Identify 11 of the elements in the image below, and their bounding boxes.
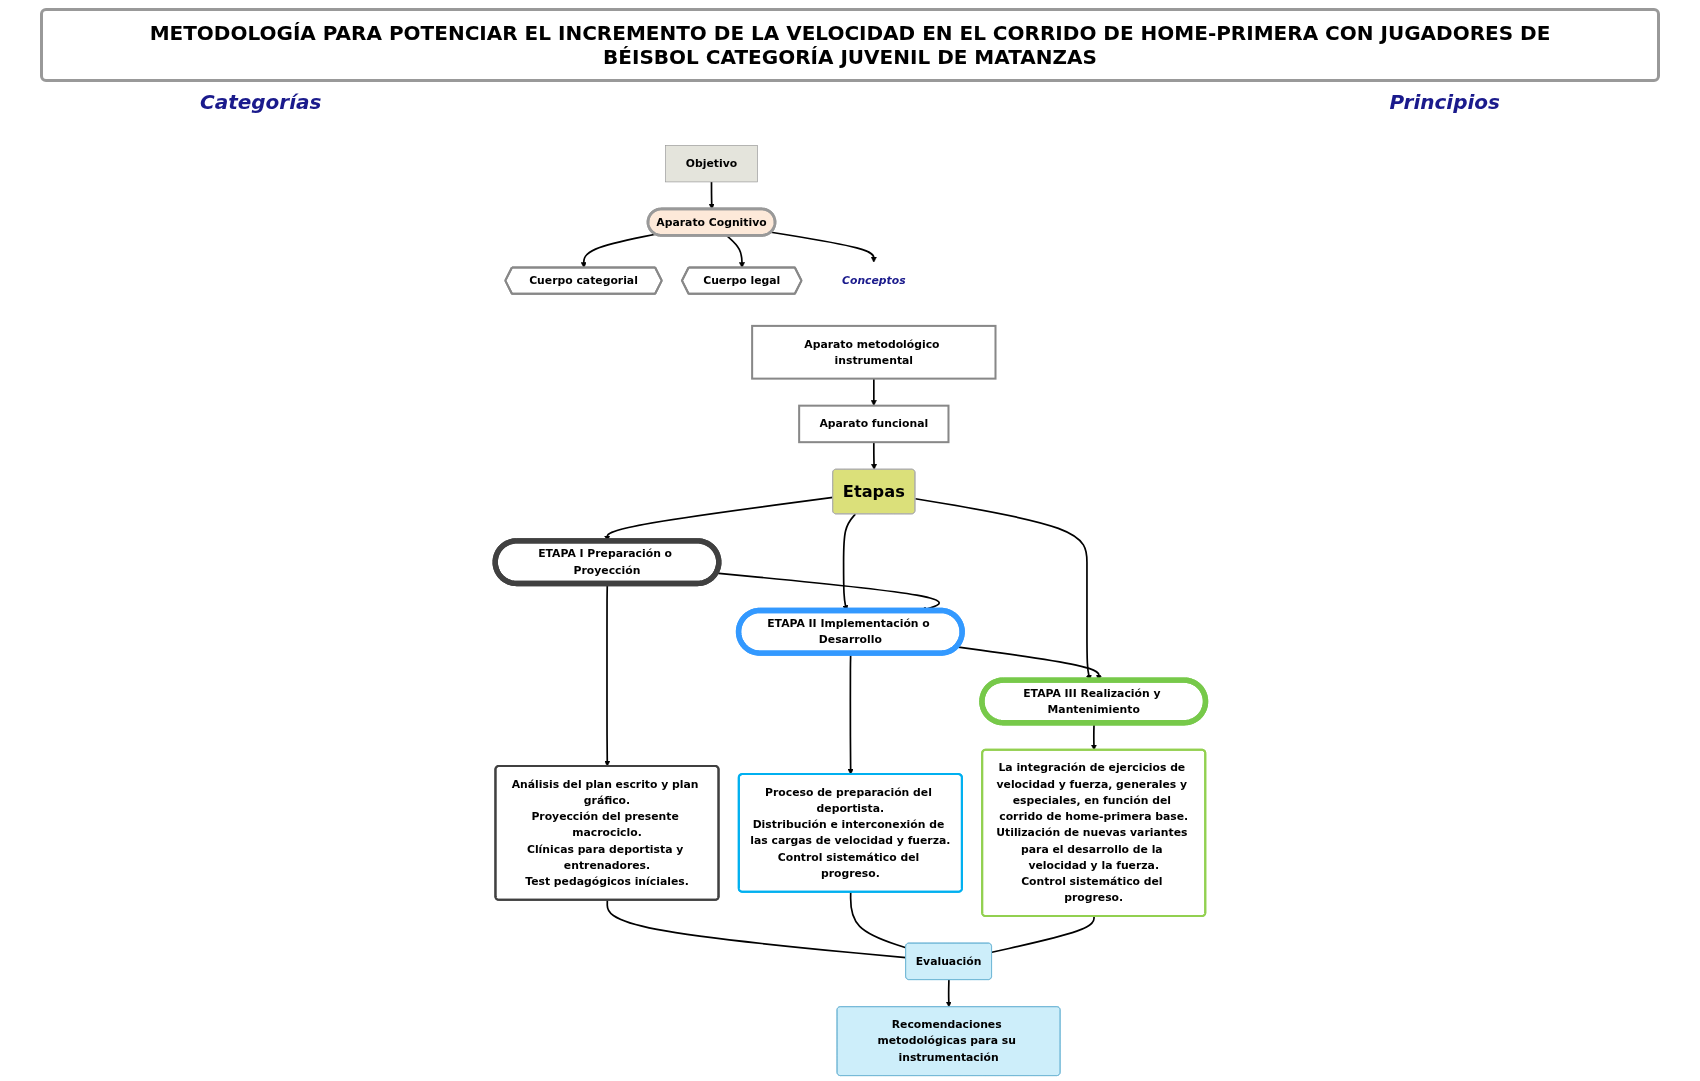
node-box: Objetivo [664,145,758,183]
category-label: Categorías [200,90,322,114]
title-banner: METODOLOGÍA PARA POTENCIAR EL INCREMENTO DE LA VELOCIDAD EN EL CORRIDO DE HOME-PRIMERA CON JUGADORES DE BÉISBOL CATEGORÍA JUVENIL DE MATANZAS [40,8,1660,82]
node-text: Conceptos [841,273,906,287]
node-box: Aparato funcional [797,404,950,444]
connector [606,899,907,959]
arrow [945,979,952,1008]
connector [849,891,907,949]
arrow [769,231,877,263]
category-label: Principios [1389,90,1500,114]
node-box: Aparato metodológico instrumental [750,324,997,380]
